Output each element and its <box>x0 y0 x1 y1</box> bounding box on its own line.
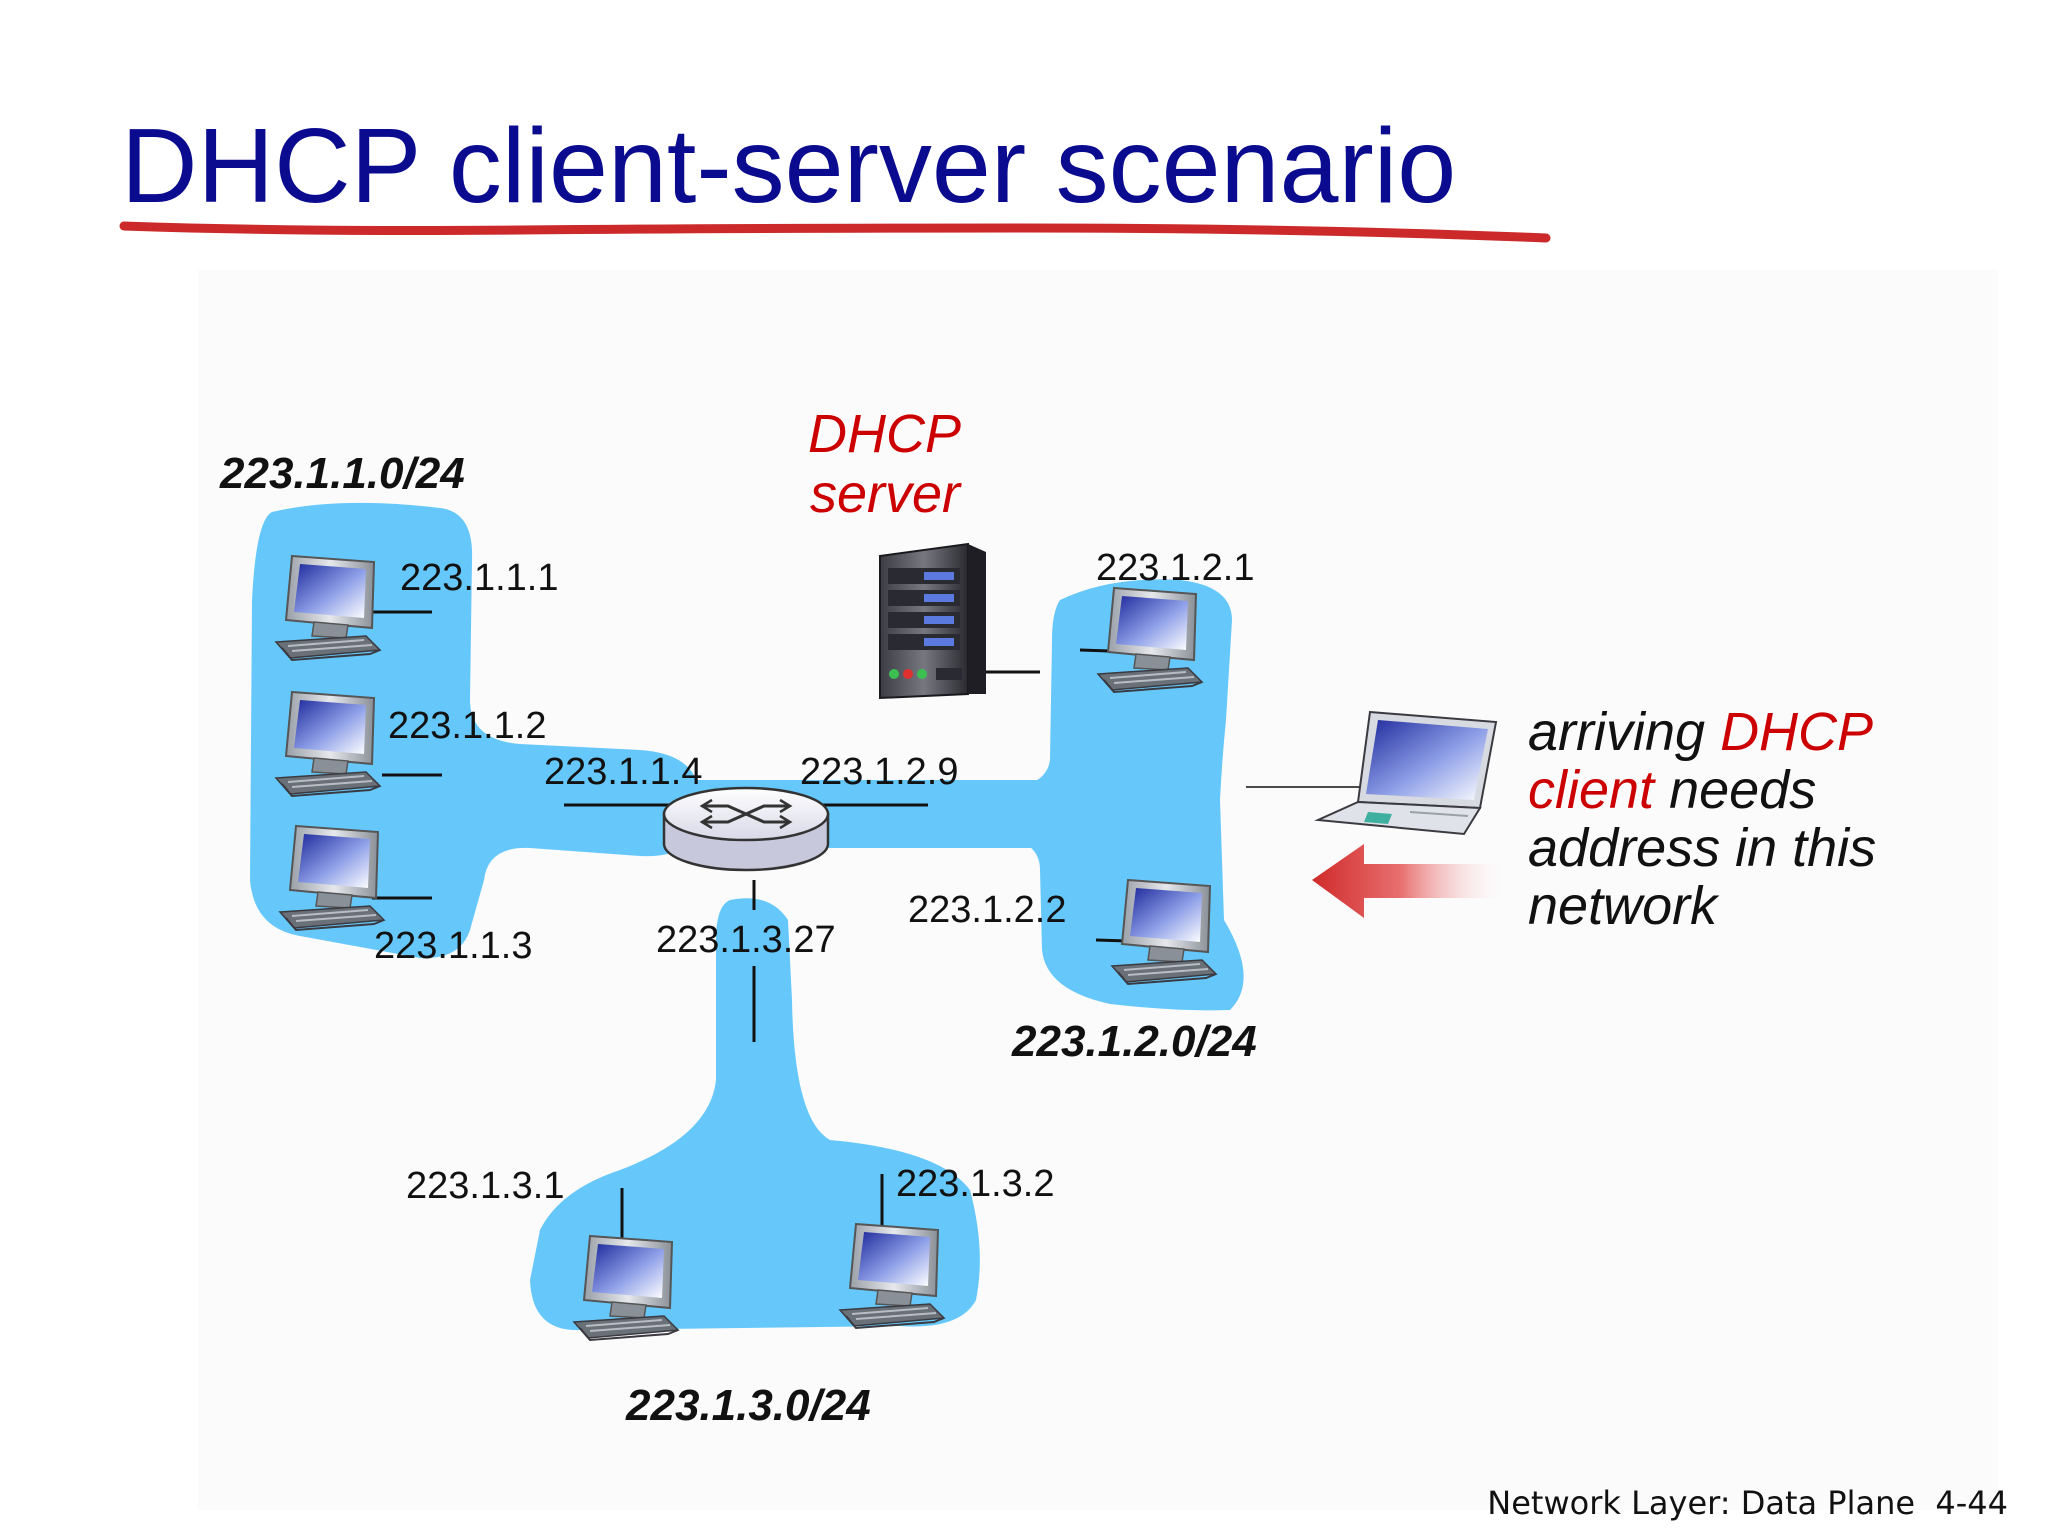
title-underline <box>119 221 1551 243</box>
router-interface-label-3: 223.1.3.27 <box>656 919 836 961</box>
subnet-label-3: 223.1.3.0/24 <box>625 1381 871 1430</box>
dhcp-server-label: DHCP server <box>808 404 974 524</box>
host-label-223-1-1-2: 223.1.1.2 <box>388 705 546 747</box>
callout-word-client: client <box>1528 760 1656 820</box>
callout-word-dhcp: DHCP <box>1720 702 1873 762</box>
callout-word-arriving: arriving <box>1528 702 1720 762</box>
host-label-223-1-2-2: 223.1.2.2 <box>908 889 1066 931</box>
subnet-label-1: 223.1.1.0/24 <box>219 449 465 498</box>
router-icon <box>662 786 830 872</box>
desktop-computer-icon <box>1111 879 1217 985</box>
subnet-3-shape <box>530 898 980 1331</box>
client-callout: arriving DHCP client needs address in th… <box>1528 702 1891 936</box>
router-interface-label-2: 223.1.2.9 <box>800 751 958 793</box>
links <box>372 610 1360 1240</box>
desktop-computer-icon <box>839 1223 945 1329</box>
callout-word-needs: needs <box>1654 760 1816 820</box>
desktop-computer-icon <box>1097 587 1203 693</box>
host-label-223-1-2-1: 223.1.2.1 <box>1096 547 1254 589</box>
host-label-223-1-3-1: 223.1.3.1 <box>406 1165 564 1207</box>
desktop-computer-icon <box>275 691 381 797</box>
dhcp-server-label-line1: DHCP <box>808 404 961 464</box>
host-label-223-1-1-3: 223.1.1.3 <box>374 925 532 967</box>
arrow-left-icon <box>1312 844 1510 918</box>
host-label-223-1-1-1: 223.1.1.1 <box>400 557 558 599</box>
subnet-label-2: 223.1.2.0/24 <box>1011 1017 1257 1066</box>
desktop-computer-icon <box>573 1235 679 1341</box>
callout-line-4: network <box>1528 876 1720 936</box>
desktop-computer-icon <box>275 555 381 661</box>
callout-line-3: address in this <box>1528 818 1876 878</box>
page-title: DHCP client-server scenario <box>121 107 1456 225</box>
slide-footer: Network Layer: Data Plane 4-44 <box>1487 1484 2008 1522</box>
router-interface-label-1: 223.1.1.4 <box>544 751 702 793</box>
dhcp-server-label-line2: server <box>810 464 962 524</box>
host-label-223-1-3-2: 223.1.3.2 <box>896 1163 1054 1205</box>
server-icon <box>879 542 986 700</box>
desktop-computer-icon <box>279 825 385 931</box>
